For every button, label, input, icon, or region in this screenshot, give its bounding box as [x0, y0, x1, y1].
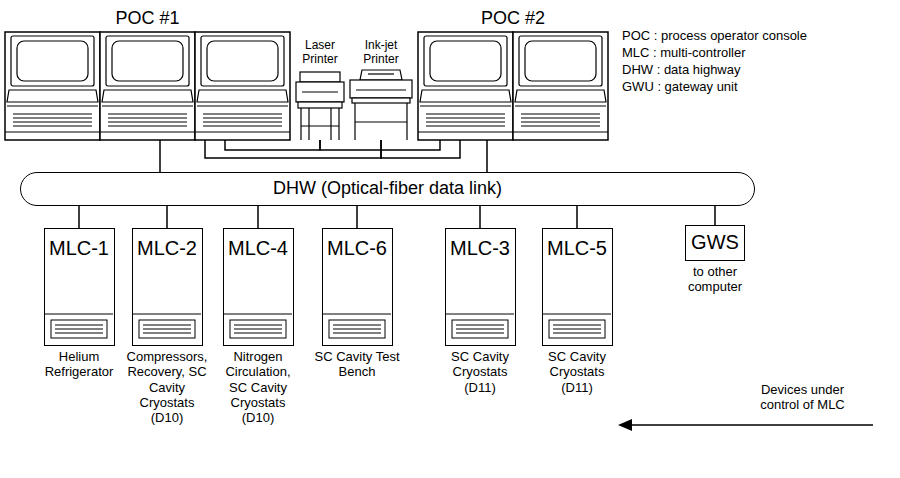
text-holder: MLC-3 — [446, 237, 515, 261]
text-holder: to other computer — [672, 264, 758, 295]
abbreviation-note: DHW : data highway — [622, 62, 741, 77]
text-holder: MLC-6 — [323, 237, 392, 261]
data-highway: DHW (Optical-fiber data link) — [20, 172, 755, 206]
controller-cabinet: MLC-5SC Cavity Cryostats (D11) — [542, 228, 613, 346]
connector-line — [381, 140, 460, 158]
console-drawing — [5, 32, 608, 140]
node-title: GWS — [691, 231, 739, 255]
text-holder: MLC-2 — [133, 237, 202, 261]
controller-cabinet: MLC-3SC Cavity Cryostats (D11) — [445, 228, 516, 346]
node-title: MLC-3 — [450, 237, 510, 261]
laser-printer-drawing — [296, 72, 344, 140]
device-caption: SC Cavity Test Bench — [314, 349, 400, 380]
operator-console: POC #2 — [418, 32, 608, 140]
pointer-arrow — [618, 419, 873, 431]
text-holder: MLC-5 — [543, 237, 612, 261]
text-holder: MLC-1 — [45, 237, 114, 261]
abbreviation-note: MLC : multi-controller — [622, 45, 746, 60]
label-holder: GWU : gateway unit — [622, 77, 897, 95]
label-holder: MLC : multi-controller — [622, 43, 897, 61]
connector-line — [225, 140, 320, 150]
device-caption: Helium Refrigerator — [36, 349, 122, 380]
node-title: POC #2 — [481, 8, 545, 29]
cabinet-vents — [45, 314, 611, 338]
abbreviation-note: POC : process operator console — [622, 28, 807, 43]
text-holder: POC #1 — [88, 8, 208, 29]
node-title: Ink-jet Printer — [352, 38, 410, 66]
node-title: DHW (Optical-fiber data link) — [273, 178, 502, 199]
connector-line — [205, 140, 381, 158]
controller-cabinet: MLC-4Nitrogen Circulation, SC Cavity Cry… — [223, 228, 294, 346]
text-holder: Helium Refrigerator — [36, 349, 122, 380]
connector-line — [257, 206, 259, 228]
connector-line — [166, 206, 168, 228]
text-holder: MLC-4 — [224, 237, 293, 261]
text-holder: DHW (Optical-fiber data link) — [21, 173, 754, 205]
controller-cabinet: MLC-6SC Cavity Test Bench — [322, 228, 393, 346]
controller-cabinet: MLC-1Helium Refrigerator — [44, 228, 115, 346]
controller-cabinet: MLC-2Compressors, Recovery, SC Cavity Cr… — [132, 228, 203, 346]
connector-line — [159, 140, 161, 172]
label-holder: DHW : data highway — [622, 60, 897, 78]
inkjet-printer-drawing — [350, 70, 412, 140]
device-caption: SC Cavity Cryostats (D11) — [437, 349, 523, 395]
text-holder: Laser Printer — [291, 38, 349, 67]
node-title: POC #1 — [115, 8, 179, 29]
text-holder: SC Cavity Cryostats (D11) — [534, 349, 620, 396]
pointer-note: Devices under control of MLC — [745, 382, 860, 413]
device-caption: to other computer — [672, 264, 758, 295]
node-title: MLC-4 — [228, 237, 288, 261]
laser-printer: Laser Printer — [296, 70, 344, 140]
gateway-box: GWSto other computer — [685, 225, 745, 261]
abbreviation-note: GWU : gateway unit — [622, 79, 738, 94]
connector-line — [714, 206, 716, 225]
device-caption: Compressors, Recovery, SC Cavity Cryosta… — [124, 349, 210, 426]
text-holder: POC #2 — [453, 8, 573, 29]
node-title: MLC-2 — [137, 237, 197, 261]
connector-line — [356, 206, 358, 228]
connector-line — [479, 206, 481, 228]
text-holder: GWS — [686, 226, 744, 260]
connector-line — [320, 140, 440, 150]
text-holder: Nitrogen Circulation, SC Cavity Cryostat… — [215, 349, 301, 426]
node-title: MLC-5 — [547, 237, 607, 261]
device-caption: Nitrogen Circulation, SC Cavity Cryostat… — [215, 349, 301, 426]
device-caption: SC Cavity Cryostats (D11) — [534, 349, 620, 395]
text-holder: SC Cavity Cryostats (D11) — [437, 349, 523, 396]
connector-line — [78, 206, 80, 228]
connector-line — [486, 140, 488, 172]
connector-line — [576, 206, 578, 228]
text-holder: Ink-jet Printer — [352, 38, 410, 67]
label-holder: Devices under control of MLC — [745, 382, 860, 413]
operator-console: POC #1 — [5, 32, 290, 140]
text-holder: Compressors, Recovery, SC Cavity Cryosta… — [124, 349, 210, 426]
text-holder: SC Cavity Test Bench — [314, 349, 400, 380]
node-title: MLC-1 — [49, 237, 109, 261]
label-holder: POC : process operator console — [622, 26, 897, 44]
node-title: MLC-6 — [327, 237, 387, 261]
node-title: Laser Printer — [291, 38, 349, 66]
inkjet-printer: Ink-jet Printer — [350, 70, 412, 140]
